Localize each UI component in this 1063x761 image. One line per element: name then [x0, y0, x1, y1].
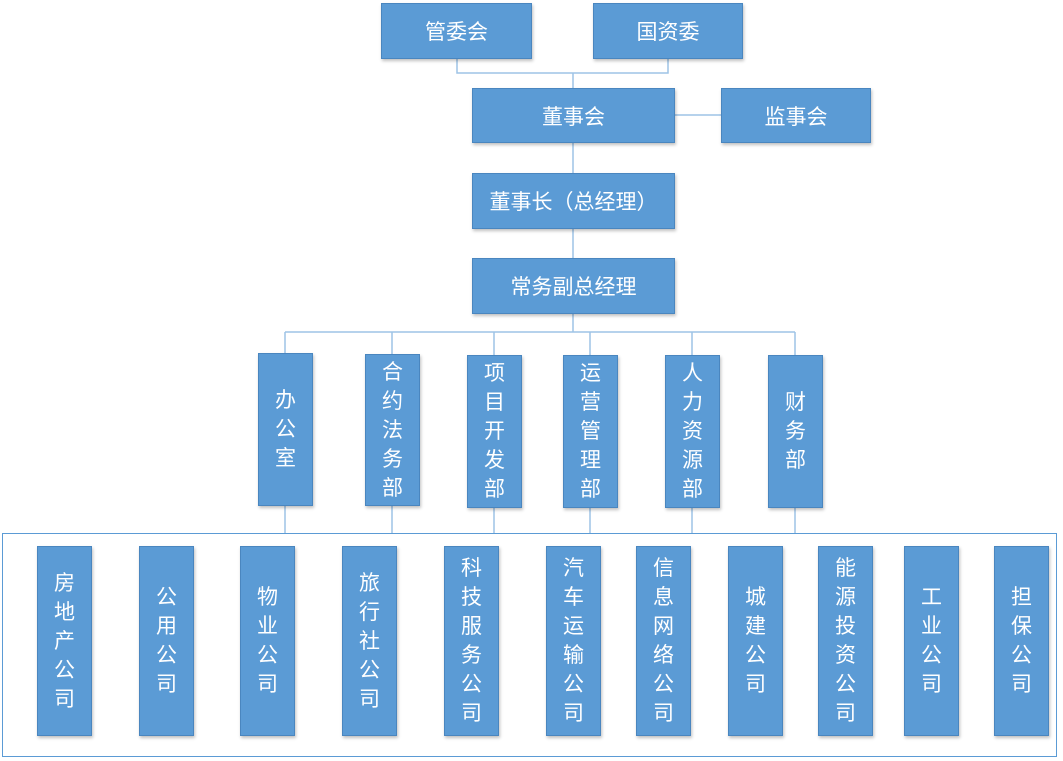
- department-label: 办公室: [275, 388, 296, 470]
- guoziwei-box: 国资委: [593, 3, 743, 59]
- jianshihui-label: 监事会: [764, 104, 828, 129]
- company-box: 汽车运输公司: [546, 546, 601, 736]
- department-box: 项目开发部: [467, 355, 522, 508]
- company-box: 科技服务公司: [444, 546, 499, 736]
- department-box: 人力资源部: [665, 355, 720, 508]
- company-box: 工业公司: [904, 546, 959, 736]
- company-label: 汽车运输公司: [563, 556, 584, 725]
- guoziwei-label: 国资委: [636, 20, 700, 44]
- department-label: 项目开发部: [484, 361, 505, 501]
- dongshihui-box: 董事会: [472, 88, 675, 143]
- chairman-label: 董事长（总经理）: [489, 190, 658, 214]
- company-label: 物业公司: [257, 585, 278, 696]
- company-box: 房地产公司: [37, 546, 92, 736]
- department-label: 合约法务部: [382, 359, 403, 500]
- vp-label: 常务副总经理: [510, 275, 637, 299]
- jianshihui-box: 监事会: [721, 88, 871, 143]
- department-label: 运营管理部: [580, 361, 601, 501]
- company-box: 担保公司: [994, 546, 1049, 736]
- company-label: 城建公司: [745, 585, 766, 696]
- company-box: 物业公司: [240, 546, 295, 736]
- guanweihui-box: 管委会: [381, 3, 532, 59]
- vp-box: 常务副总经理: [472, 258, 675, 314]
- company-label: 科技服务公司: [461, 556, 482, 725]
- department-box: 运营管理部: [563, 355, 618, 508]
- company-label: 担保公司: [1011, 585, 1032, 696]
- company-box: 公用公司: [139, 546, 194, 736]
- company-group-frame: [2, 533, 1057, 757]
- dongshihui-label: 董事会: [542, 104, 605, 129]
- department-box: 办公室: [258, 353, 313, 506]
- company-label: 信息网络公司: [653, 556, 674, 725]
- department-box: 财务部: [768, 355, 823, 508]
- company-box: 信息网络公司: [636, 546, 691, 736]
- department-label: 人力资源部: [682, 361, 703, 501]
- department-box: 合约法务部: [365, 354, 420, 506]
- department-label: 财务部: [785, 390, 806, 472]
- company-label: 能源投资公司: [835, 556, 856, 725]
- company-box: 城建公司: [728, 546, 783, 736]
- company-label: 房地产公司: [54, 570, 75, 711]
- company-box: 能源投资公司: [818, 546, 873, 736]
- chairman-box: 董事长（总经理）: [472, 173, 675, 229]
- guanweihui-label: 管委会: [425, 20, 488, 44]
- company-label: 公用公司: [156, 585, 177, 696]
- company-label: 工业公司: [921, 585, 942, 696]
- company-label: 旅行社公司: [359, 570, 380, 711]
- company-box: 旅行社公司: [342, 546, 397, 736]
